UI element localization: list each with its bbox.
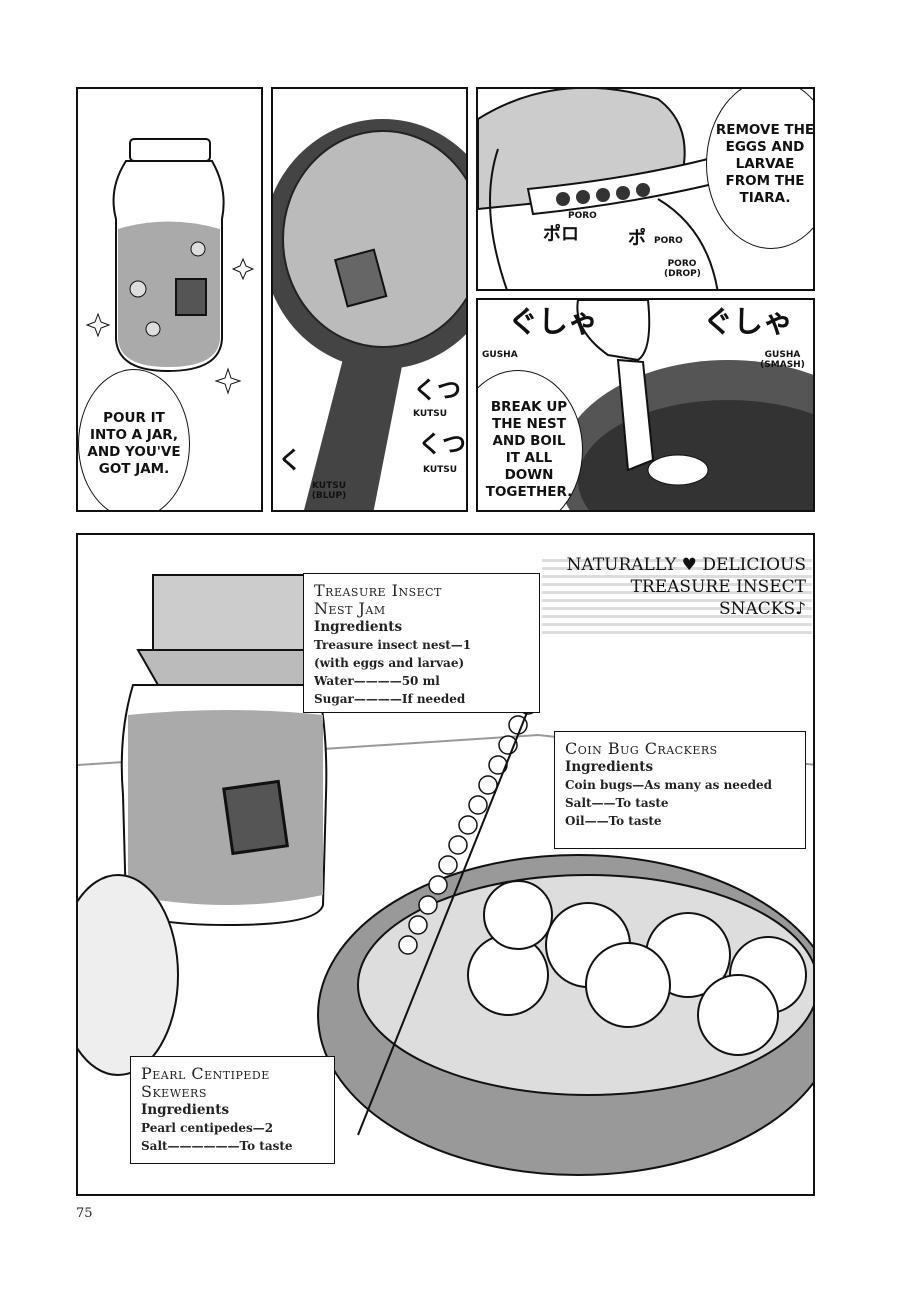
speech-bubble: POUR IT INTO A JAR, AND YOU'VE GOT JAM. [78, 369, 190, 510]
sfx-japanese: ぐしゃ [508, 305, 598, 340]
sfx-japanese: ぐしゃ [703, 305, 793, 340]
sfx-translation: PORO (DROP) [664, 259, 701, 279]
recipe-row: Salt——————To taste [141, 1139, 293, 1153]
sfx-japanese: くつ [418, 430, 466, 458]
sfx-translation: GUSHA [482, 350, 518, 360]
panel-frying-pan: くつ KUTSU く KUTSU (BLUP) くつ KUTSU [271, 87, 468, 512]
sfx-translation: GUSHA (SMASH) [760, 350, 805, 370]
recipe-title: Skewers [141, 1082, 207, 1101]
recipe-row: Sugar————If needed [314, 692, 466, 706]
recipe-heading: Ingredients [565, 759, 654, 775]
snacks-drawing [78, 574, 813, 1176]
sfx-japanese: ポ [628, 228, 646, 249]
panel-boiling-nest: ぐしゃ GUSHA ぐしゃ GUSHA (SMASH) BREAK UP THE… [476, 298, 815, 512]
sfx-translation: PORO [654, 236, 683, 246]
recipe-title: Pearl Centipede [141, 1064, 270, 1083]
speech-bubble: BREAK UP THE NEST AND BOIL IT ALL DOWN T… [478, 370, 583, 510]
sfx-translation: KUTSU (BLUP) [311, 481, 347, 501]
title-banner: NATURALLY ♥ DELICIOUS TREASURE INSECT SN… [542, 554, 812, 634]
recipe-row: Water————50 ml [314, 674, 440, 688]
recipe-row: Oil——To taste [565, 814, 662, 828]
sfx-japanese: くつ [413, 376, 461, 404]
banner-line: TREASURE INSECT [630, 577, 806, 597]
recipe-title: Nest Jam [314, 599, 386, 618]
recipe-row: Salt——To taste [565, 796, 669, 810]
recipe-pearl-centipede-skewers: Pearl Centipede Skewers Ingredients Pear… [130, 1056, 335, 1164]
recipe-row: Pearl centipedes—2 [141, 1121, 274, 1135]
sfx-japanese: ポロ [543, 224, 579, 245]
recipe-title: Coin Bug Crackers [565, 739, 718, 758]
recipe-heading: Ingredients [314, 619, 403, 635]
recipe-row: (with eggs and larvae) [314, 656, 465, 670]
recipe-row: Coin bugs—As many as needed [565, 778, 772, 792]
jar-drawing [85, 138, 255, 395]
banner-line: NATURALLY ♥ DELICIOUS [566, 555, 806, 575]
sfx-translation: PORO [568, 211, 597, 221]
pot-drawing [558, 300, 813, 510]
panel-tiara: REMOVE THE EGGS AND LARVAE FROM THE TIAR… [476, 87, 815, 291]
recipe-coin-bug-crackers: Coin Bug Crackers Ingredients Coin bugs—… [554, 731, 806, 849]
recipe-heading: Ingredients [141, 1102, 230, 1118]
recipe-row: Treasure insect nest—1 [314, 638, 472, 652]
sfx-japanese: く [278, 446, 302, 474]
recipe-title: Treasure Insect [314, 581, 442, 600]
sfx-translation: KUTSU [413, 409, 448, 419]
panel-jar: POUR IT INTO A JAR, AND YOU'VE GOT JAM. [76, 87, 263, 512]
page-number: 75 [76, 1206, 93, 1221]
panel-recipes: NATURALLY ♥ DELICIOUS TREASURE INSECT SN… [76, 533, 815, 1196]
sfx-translation: KUTSU [423, 465, 458, 475]
recipe-treasure-insect-nest-jam: Treasure Insect Nest Jam Ingredients Tre… [303, 573, 540, 713]
frying-pan-drawing [273, 119, 466, 510]
banner-line: SNACKS♪ [718, 599, 806, 619]
tiara-drawing [478, 89, 719, 289]
